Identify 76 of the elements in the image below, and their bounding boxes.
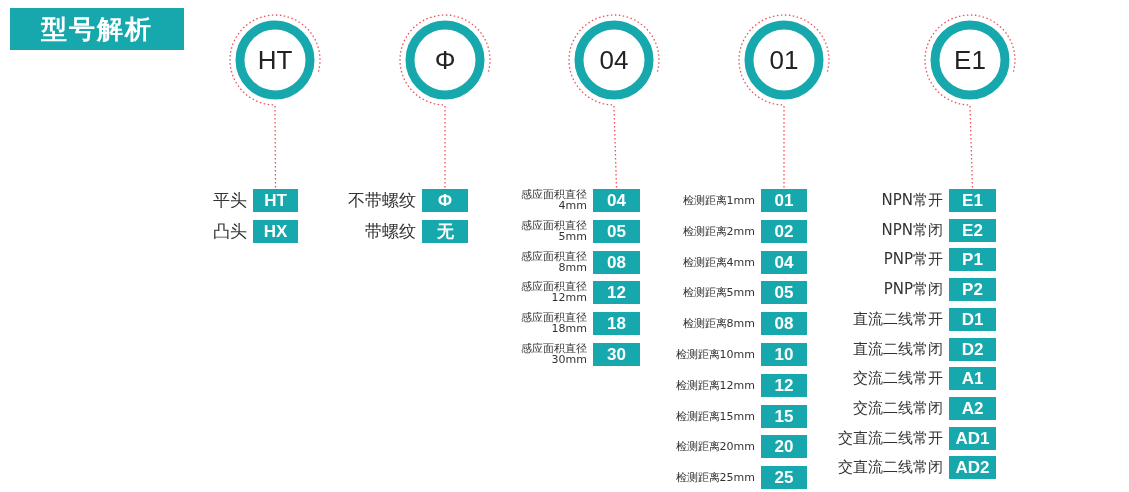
dotted-connector (783, 105, 785, 190)
code-box: 08 (761, 312, 807, 335)
description-label: 检测距离25mm (674, 470, 755, 486)
description-label: 感应面积直径 30mm (520, 343, 587, 365)
code-box: E1 (949, 189, 996, 212)
dotted-connector (613, 105, 618, 190)
code-box: D2 (949, 338, 996, 361)
description-label: 感应面积直径 5mm (520, 220, 587, 242)
code-box: AD1 (949, 427, 996, 450)
description-label: 平头 (212, 189, 247, 212)
code-letter: 01 (768, 44, 800, 77)
code-box: 05 (761, 281, 807, 304)
ring-badge (738, 14, 830, 106)
code-box: 18 (593, 312, 640, 335)
description-label: PNP常开 (882, 249, 943, 270)
code-letter: HT (256, 44, 294, 77)
code-box: P1 (949, 248, 996, 271)
code-box: 04 (593, 189, 640, 212)
code-box: Φ (422, 189, 468, 212)
description-label: 检测距离4mm (681, 255, 755, 271)
description-label: 凸头 (212, 220, 247, 243)
description-label: 检测距离1mm (681, 193, 755, 209)
description-label: 检测距离20mm (674, 439, 755, 455)
description-label: 感应面积直径 18mm (520, 312, 587, 334)
description-label: 直流二线常开 (852, 309, 943, 330)
description-label: NPN常开 (880, 190, 943, 211)
ring-badge (924, 14, 1016, 106)
code-box: P2 (949, 278, 996, 301)
code-box: 25 (761, 466, 807, 489)
code-box: 15 (761, 405, 807, 428)
code-box: 05 (593, 220, 640, 243)
code-box: 无 (422, 220, 468, 243)
description-label: 交直流二线常开 (837, 428, 943, 449)
dotted-connector (444, 105, 446, 190)
code-box: 12 (593, 281, 640, 304)
ring-badge (399, 14, 491, 106)
description-label: 不带螺纹 (347, 189, 416, 212)
description-label: 带螺纹 (364, 220, 416, 243)
description-label: 检测距离8mm (681, 316, 755, 332)
description-label: 直流二线常闭 (852, 339, 943, 360)
ring-badge (229, 14, 321, 106)
code-letter: Φ (433, 44, 457, 77)
code-box: 20 (761, 435, 807, 458)
code-box: E2 (949, 219, 996, 242)
description-label: 检测距离12mm (674, 378, 755, 394)
description-label: 检测距离5mm (681, 285, 755, 301)
description-label: 检测距离10mm (674, 347, 755, 363)
code-box: 10 (761, 343, 807, 366)
code-box: D1 (949, 308, 996, 331)
description-label: 检测距离2mm (681, 224, 755, 240)
description-label: NPN常闭 (880, 220, 943, 241)
description-label: 感应面积直径 12mm (520, 281, 587, 303)
description-label: 交直流二线常闭 (837, 457, 943, 478)
code-box: 08 (593, 251, 640, 274)
code-box: A2 (949, 397, 996, 420)
code-box: AD2 (949, 456, 996, 479)
code-letter: 04 (598, 44, 630, 77)
code-box: HT (253, 189, 298, 212)
description-label: 交流二线常开 (852, 368, 943, 389)
code-letter: E1 (953, 44, 987, 77)
code-box: HX (253, 220, 298, 243)
code-box: A1 (949, 367, 996, 390)
title-banner: 型号解析 (10, 8, 184, 50)
code-box: 04 (761, 251, 807, 274)
dotted-connector (969, 105, 974, 190)
code-box: 30 (593, 343, 640, 366)
description-label: 感应面积直径 8mm (520, 251, 587, 273)
description-label: 感应面积直径 4mm (520, 189, 587, 211)
dotted-connector (274, 105, 277, 190)
code-box: 01 (761, 189, 807, 212)
ring-badge (568, 14, 660, 106)
description-label: PNP常闭 (882, 279, 943, 300)
description-label: 检测距离15mm (674, 409, 755, 425)
code-box: 12 (761, 374, 807, 397)
description-label: 交流二线常闭 (852, 398, 943, 419)
code-box: 02 (761, 220, 807, 243)
